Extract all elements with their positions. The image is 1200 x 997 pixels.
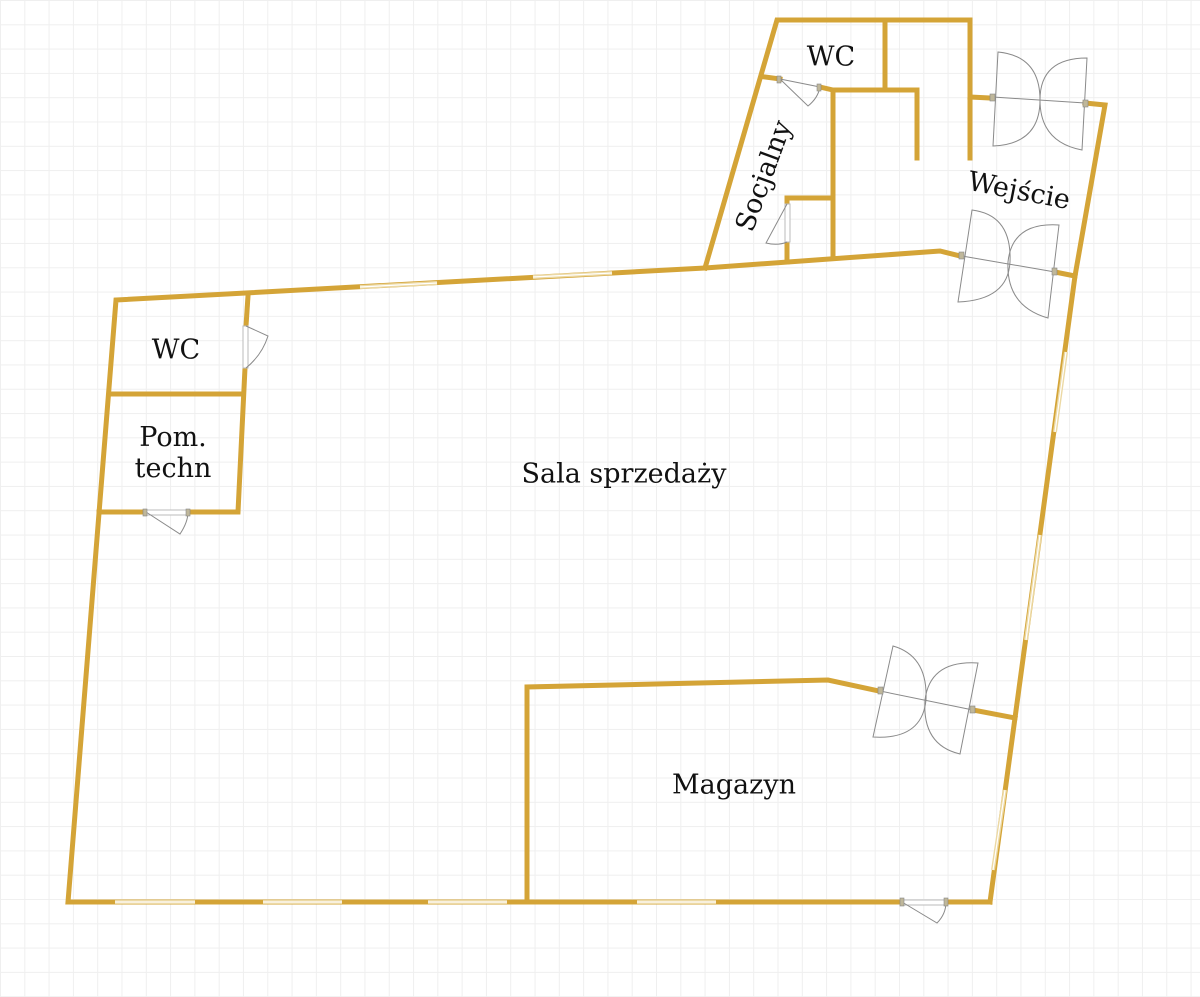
door-bottom xyxy=(899,897,949,924)
window xyxy=(1053,351,1068,433)
door-closet xyxy=(765,203,791,245)
room-label-wc-left: WC xyxy=(151,334,201,366)
room-label-tech-line2: techn xyxy=(134,453,212,484)
top-annex-wall xyxy=(701,17,973,272)
storage-wall-right xyxy=(970,707,1018,721)
room-label-sales: Sala sprzedaży xyxy=(521,458,727,490)
window xyxy=(359,281,438,289)
windows xyxy=(115,271,1068,904)
room-label-wc-top: WC xyxy=(806,41,856,73)
window xyxy=(532,271,613,279)
room-label-tech-line1: Pom. xyxy=(139,421,207,453)
corridor-wall xyxy=(817,84,920,161)
storage-wall xyxy=(524,677,882,905)
window xyxy=(1024,534,1042,641)
closet-wall xyxy=(784,195,836,207)
double-door-entrance-bottom xyxy=(957,209,1060,319)
double-door-entrance-top xyxy=(989,51,1089,151)
room-label-storage: Magazyn xyxy=(672,769,796,801)
double-door-storage xyxy=(872,645,979,755)
door-tech xyxy=(142,508,191,535)
left-wc-wall xyxy=(243,293,251,329)
window xyxy=(991,789,1007,871)
door-top-wc xyxy=(776,75,822,107)
entrance-right-wall xyxy=(1072,100,1108,279)
door-left-wc xyxy=(242,325,269,369)
entrance-wall-stub xyxy=(967,94,993,101)
doors xyxy=(142,51,1089,924)
left-rooms-wall xyxy=(185,365,248,515)
room-label-tech: Pom. techn xyxy=(135,422,212,484)
